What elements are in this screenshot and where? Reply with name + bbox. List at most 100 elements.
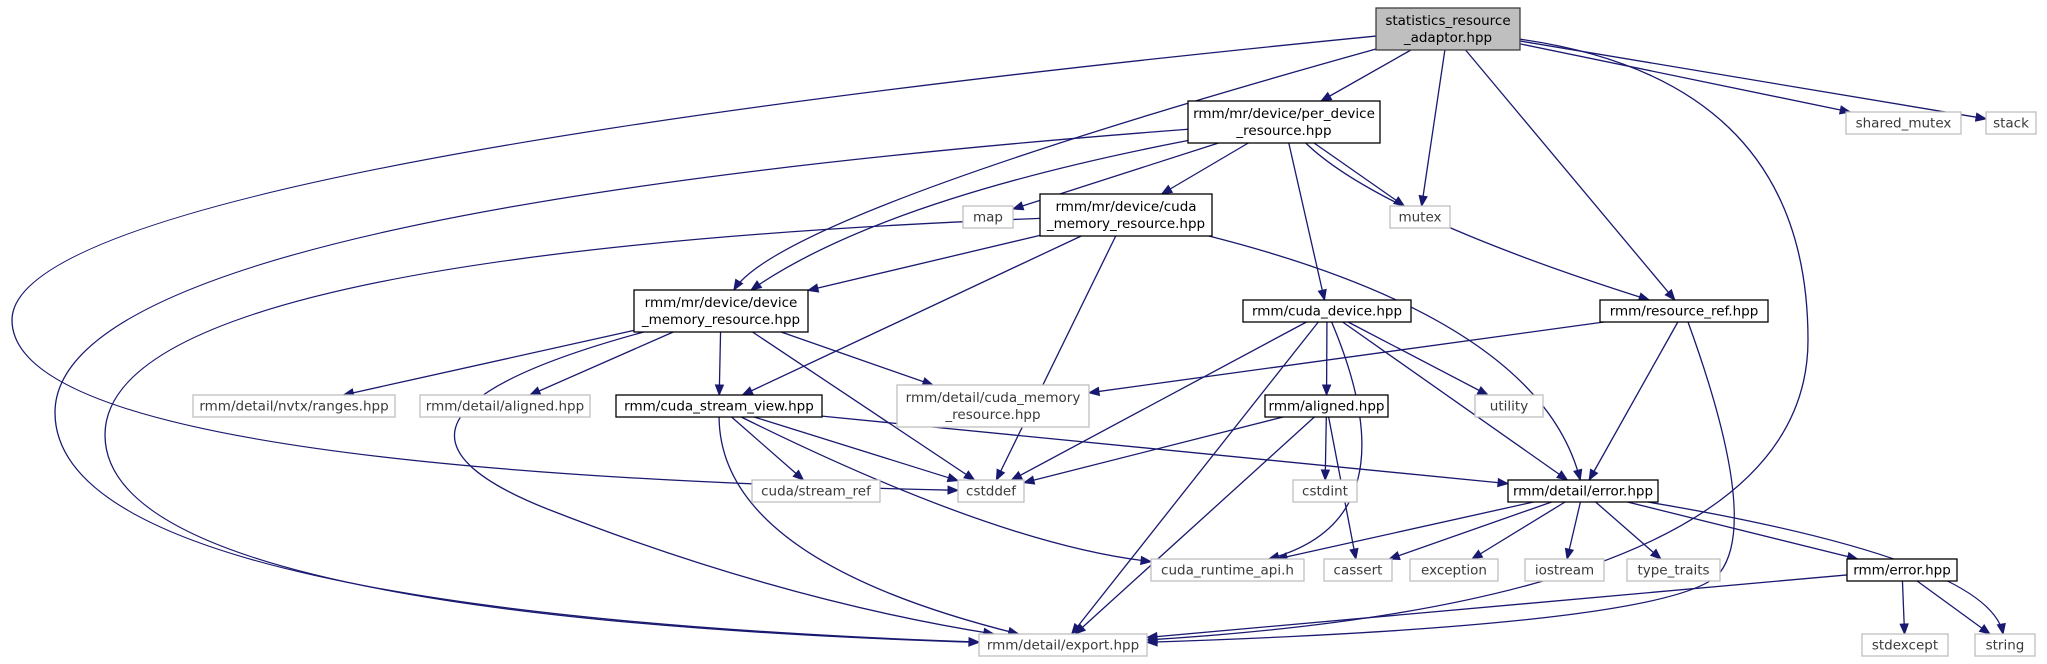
edge-per_device-to-cuda_device xyxy=(1288,142,1327,302)
edge-cuda_device-to-export xyxy=(1070,321,1319,636)
file-node-cstdint: cstdint xyxy=(1292,479,1358,503)
edge-line xyxy=(1276,501,1534,560)
edge-line xyxy=(1208,235,1581,481)
arrowhead xyxy=(1974,112,1988,122)
node-box xyxy=(1846,558,1958,582)
edge-root-to-resource_ref xyxy=(1465,49,1676,302)
node-box xyxy=(1524,558,1605,582)
file-node-export: rmm/detail/export.hpp xyxy=(978,633,1148,657)
edge-line xyxy=(1071,321,1319,635)
edge-stream_view-to-cuda_runtime xyxy=(740,416,1153,566)
arrowhead xyxy=(968,637,981,647)
edge-root-to-per_device xyxy=(1319,49,1412,102)
edge-line xyxy=(54,128,1189,643)
node-label: statistics_resource xyxy=(1385,13,1510,29)
arrowhead xyxy=(947,485,960,495)
arrowhead xyxy=(1573,468,1583,482)
file-node-root[interactable]: statistics_resource_adaptor.hpp xyxy=(1375,7,1521,51)
arrowhead xyxy=(1899,623,1909,636)
file-node-per-device[interactable]: rmm/mr/device/per_device_resource.hpp xyxy=(1187,100,1381,144)
arrowhead xyxy=(714,384,725,397)
edge-line xyxy=(718,416,1019,635)
edge-device_mr-to-nvtx xyxy=(342,329,635,398)
file-node-cuda-mr[interactable]: rmm/mr/device/cuda_memory_resource.hpp xyxy=(1039,193,1213,237)
edge-line xyxy=(1324,416,1327,481)
arrowhead xyxy=(1996,622,2006,636)
edge-line xyxy=(1146,38,1809,641)
node-label: rmm/cuda_stream_view.hpp xyxy=(624,399,814,415)
edge-line xyxy=(1465,49,1676,301)
edge-aligned-to-export xyxy=(1074,416,1315,635)
arrowhead xyxy=(528,386,542,396)
file-node-error[interactable]: rmm/error.hpp xyxy=(1846,558,1958,582)
edge-device_mr-to-cuda_memory xyxy=(780,331,935,387)
edge-error-to-string xyxy=(1916,580,1991,635)
edge-error-to-stdexcept xyxy=(1899,580,1909,636)
node-box xyxy=(1242,299,1412,323)
edge-error_d-to-cuda_runtime xyxy=(1275,501,1534,562)
node-box xyxy=(1599,299,1769,323)
node-label: rmm/error.hpp xyxy=(1853,563,1951,579)
node-label: rmm/mr/device/device xyxy=(645,295,798,311)
node-label: rmm/detail/aligned.hpp xyxy=(426,399,584,415)
edge-root-to-stack xyxy=(1519,40,1988,122)
arrowhead xyxy=(1022,475,1036,485)
arrowhead xyxy=(1145,631,1158,642)
node-label: cstddef xyxy=(966,484,1017,500)
node-label: string xyxy=(1986,638,2025,654)
arrowhead xyxy=(806,283,820,293)
arrowhead xyxy=(1074,623,1087,635)
node-label: shared_mutex xyxy=(1856,116,1952,132)
file-node-aligned[interactable]: rmm/aligned.hpp xyxy=(1264,394,1389,418)
edge-device_mr-to-cstddef xyxy=(752,331,976,481)
node-box xyxy=(896,384,1090,428)
file-node-map: map xyxy=(962,205,1014,229)
edge-line xyxy=(1342,321,1568,481)
node-box xyxy=(1389,205,1451,229)
edge-per_device-to-mutex xyxy=(1313,142,1406,207)
node-label: rmm/resource_ref.hpp xyxy=(1610,304,1759,320)
arrowhead xyxy=(1319,91,1333,102)
node-label: exception xyxy=(1421,563,1487,579)
file-node-resource-ref[interactable]: rmm/resource_ref.hpp xyxy=(1599,299,1769,323)
node-label: rmm/detail/nvtx/ranges.hpp xyxy=(199,399,388,415)
file-node-error-d[interactable]: rmm/detail/error.hpp xyxy=(1507,479,1659,503)
arrowhead xyxy=(1978,623,1991,635)
node-box xyxy=(1039,193,1213,237)
file-node-cuda-device[interactable]: rmm/cuda_device.hpp xyxy=(1242,299,1412,323)
node-label: stdexcept xyxy=(1872,638,1938,654)
file-node-shared-mutex: shared_mutex xyxy=(1845,111,1962,135)
file-nodes: statistics_resource_adaptor.hpp rmm/mr/de… xyxy=(192,7,2037,657)
arrowhead xyxy=(1349,547,1359,561)
file-node-stream-view[interactable]: rmm/cuda_stream_view.hpp xyxy=(615,394,823,418)
edge-error_d-to-type_traits xyxy=(1595,501,1662,560)
edge-line xyxy=(1916,580,1991,635)
file-node-device-mr[interactable]: rmm/mr/device/device_memory_resource.hpp xyxy=(633,289,809,333)
edge-aligned-to-cstddef xyxy=(1022,416,1284,485)
edge-resource_ref-to-error_d xyxy=(1588,321,1679,482)
file-node-type-traits: type_traits xyxy=(1626,558,1721,582)
file-node-iostream: iostream xyxy=(1524,558,1605,582)
edge-line xyxy=(807,234,1041,292)
edge-per_device-to-cuda_mr xyxy=(1160,142,1249,195)
edge-line xyxy=(1288,142,1326,301)
edge-line xyxy=(1088,321,1605,394)
node-box xyxy=(1375,7,1521,51)
edge-line xyxy=(1023,416,1284,484)
node-box xyxy=(751,479,881,503)
node-label: stack xyxy=(1993,116,2029,132)
node-box xyxy=(1187,100,1381,144)
arrowhead xyxy=(1649,548,1662,560)
node-label: rmm/detail/export.hpp xyxy=(987,638,1139,654)
arrowhead xyxy=(1418,194,1428,208)
arrowhead xyxy=(946,473,960,483)
file-node-string: string xyxy=(1974,633,2036,657)
arrowhead xyxy=(1588,468,1599,482)
edge-device_mr-to-stream_view xyxy=(714,331,725,397)
node-label: map xyxy=(973,210,1003,226)
edge-line xyxy=(1595,501,1662,560)
arrowhead xyxy=(1556,470,1569,481)
node-box xyxy=(1861,633,1949,657)
node-box xyxy=(957,479,1025,503)
